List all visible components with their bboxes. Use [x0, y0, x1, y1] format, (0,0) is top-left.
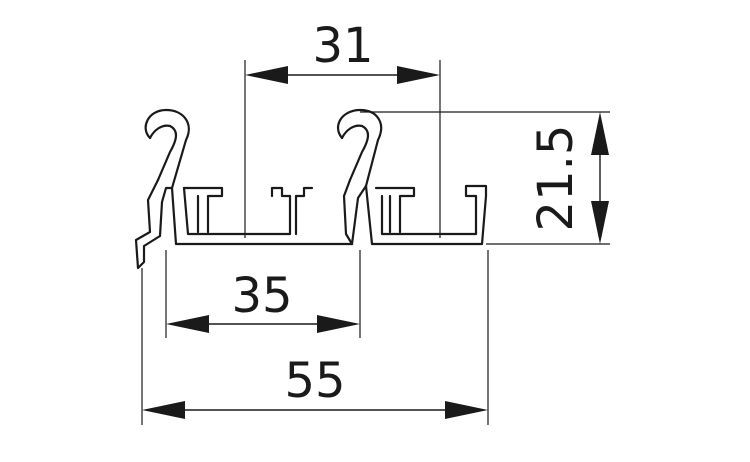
extension-lines	[141, 60, 610, 425]
dimension-21-5-label: 21.5	[528, 125, 584, 232]
dimension-31-label: 31	[312, 18, 373, 74]
right-channel	[364, 184, 488, 246]
track-profile	[134, 108, 488, 270]
dimension-31: 31	[245, 18, 440, 84]
dimension-55: 55	[142, 353, 488, 419]
dimension-35: 35	[166, 268, 360, 333]
dimension-55-label: 55	[284, 353, 345, 409]
right-hook	[336, 108, 383, 188]
left-web	[134, 178, 174, 270]
dimension-21-5: 21.5	[528, 112, 609, 244]
left-channel	[170, 184, 368, 246]
dimension-35-label: 35	[231, 268, 292, 324]
left-hook	[144, 108, 190, 190]
